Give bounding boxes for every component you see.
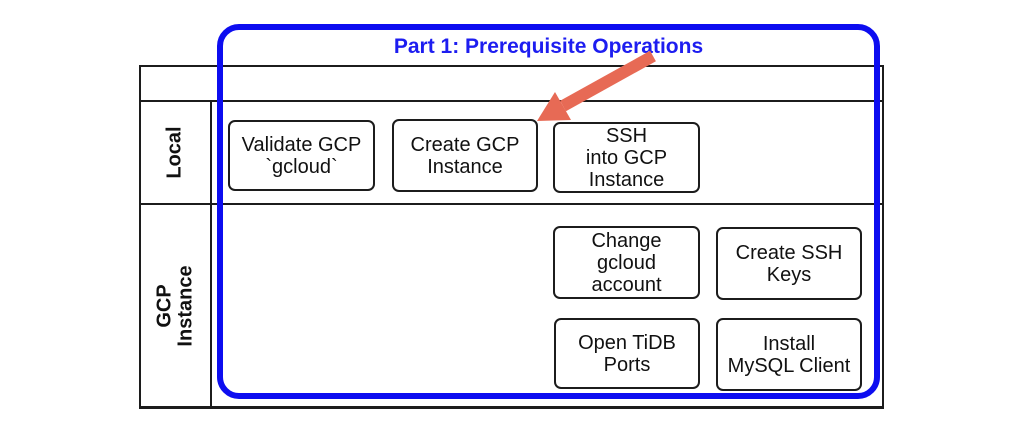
- step-install-mysql-client: Install MySQL Client: [716, 318, 862, 391]
- step-change-gcloud-account: Change gcloud account: [553, 226, 700, 299]
- swimlane-table: Local GCP Instance: [139, 65, 884, 409]
- step-ssh-into-gcp-instance: SSH into GCP Instance: [553, 122, 700, 193]
- lane-local: Local: [141, 102, 882, 205]
- diagram-title: Part 1: Prerequisite Operations: [393, 35, 704, 58]
- lane-local-label-cell: Local: [141, 102, 212, 203]
- lane-local-label: Local: [164, 126, 186, 179]
- lane-gcp-instance-label: GCP Instance: [153, 264, 197, 347]
- lane-gcp-label-cell: GCP Instance: [141, 205, 212, 406]
- step-create-gcp-instance: Create GCP Instance: [392, 119, 538, 192]
- step-create-ssh-keys: Create SSH Keys: [716, 227, 862, 300]
- header-row: [141, 67, 882, 102]
- lane-gcp-instance: GCP Instance: [141, 205, 882, 406]
- step-validate-gcp-gcloud: Validate GCP `gcloud`: [228, 120, 375, 191]
- step-open-tidb-ports: Open TiDB Ports: [554, 318, 700, 389]
